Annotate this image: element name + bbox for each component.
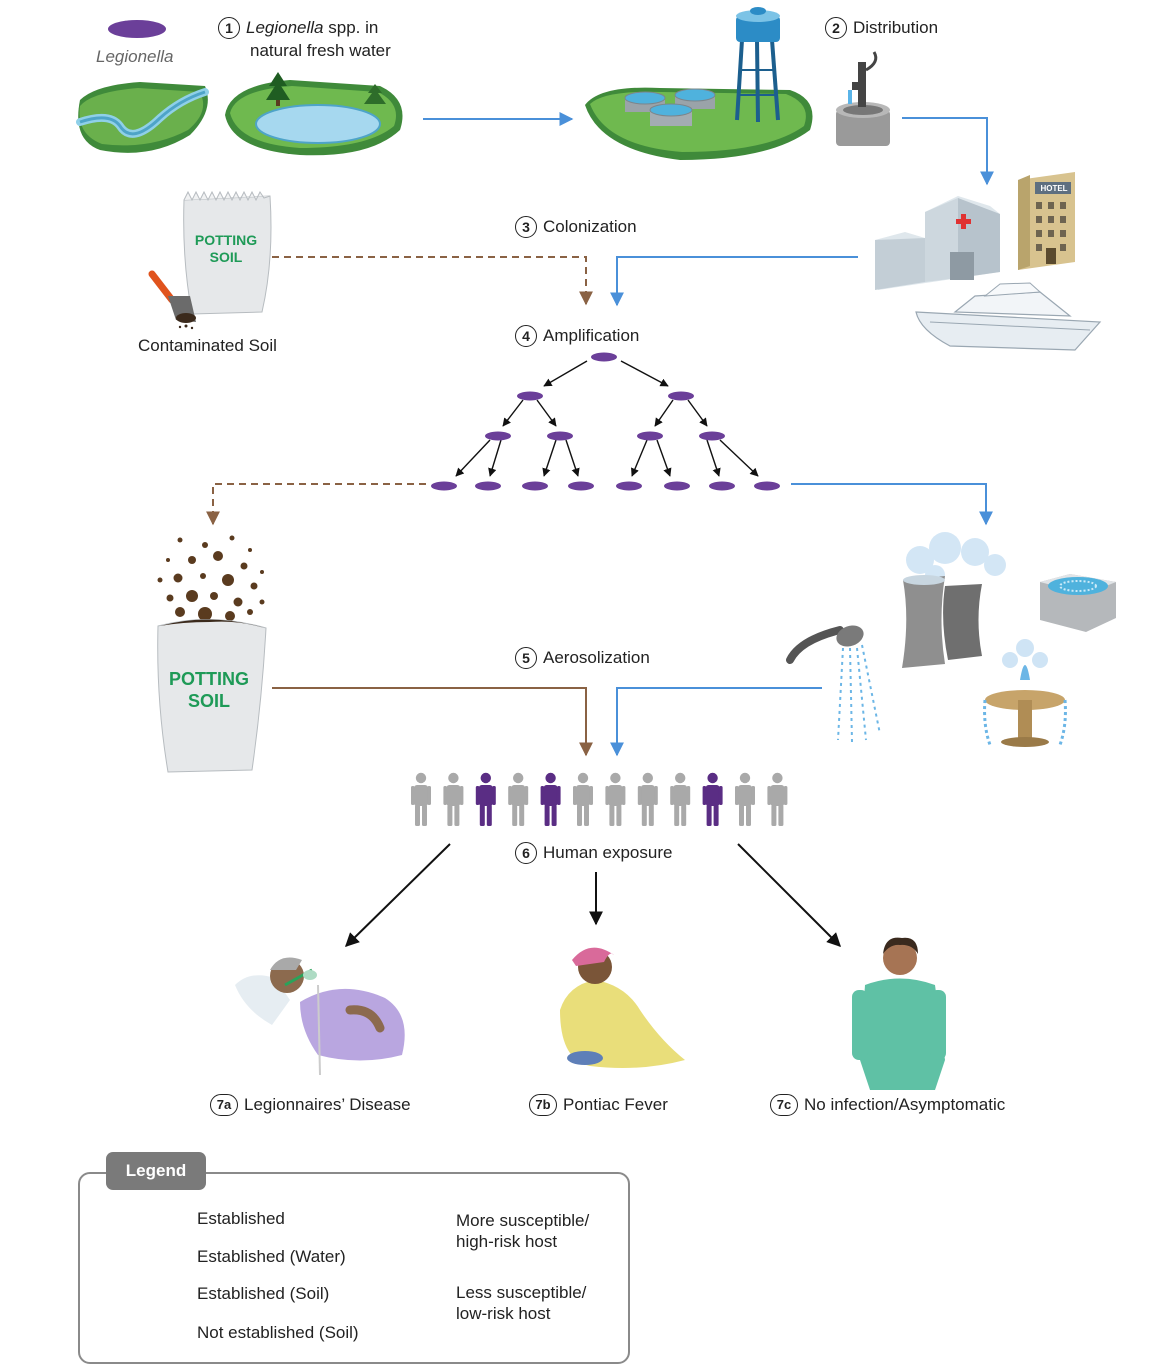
arrow-water-to-buildings bbox=[902, 117, 994, 186]
hospital-patient-icon bbox=[235, 957, 405, 1076]
low-risk-person-icon bbox=[670, 772, 691, 826]
legend-not-established-soil: Not established (Soil) bbox=[197, 1323, 359, 1342]
legend-established-soil: Established (Soil) bbox=[197, 1284, 330, 1303]
legionella-label: Legionella bbox=[96, 47, 174, 66]
hospital-building-icon bbox=[875, 196, 1000, 290]
low-risk-person-icon bbox=[735, 772, 755, 826]
water-pump-well-icon bbox=[836, 51, 890, 146]
contaminated-soil-label: Contaminated Soil bbox=[138, 336, 277, 355]
low-risk-person-icon bbox=[411, 772, 431, 826]
legend-established: Established bbox=[197, 1209, 285, 1228]
low-risk-person-icon bbox=[605, 772, 626, 826]
arrow-water-to-aerosol-sources bbox=[791, 483, 993, 526]
step-1-subtitle: natural fresh water bbox=[250, 41, 391, 60]
low-risk-person-icon bbox=[637, 772, 658, 826]
pond-landscape-icon bbox=[225, 72, 403, 156]
low-risk-person-icon bbox=[573, 772, 593, 826]
hotel-building-icon bbox=[1018, 172, 1075, 270]
soil-bag-top-label: POTTING SOIL bbox=[194, 232, 258, 265]
hotel-sign: HOTEL bbox=[1040, 184, 1068, 193]
exposed-people-crowd bbox=[411, 772, 788, 826]
healthy-person-icon bbox=[852, 937, 946, 1090]
legionella-bacterium-icon bbox=[108, 20, 166, 38]
river-landscape-icon bbox=[76, 82, 209, 153]
legend-low-risk: Less susceptible/ low-risk host bbox=[456, 1283, 587, 1323]
sick-person-blanket-icon bbox=[560, 947, 685, 1068]
arrow-water-buildings-to-amplification bbox=[610, 256, 858, 307]
hot-tub-icon bbox=[1040, 574, 1116, 632]
arrow-not-established-soil-to-aerosol bbox=[206, 483, 426, 526]
legend-title: Legend bbox=[106, 1152, 206, 1190]
arrow-to-asymptomatic bbox=[737, 843, 841, 947]
low-risk-person-icon bbox=[767, 772, 788, 826]
high-risk-person-icon bbox=[475, 772, 496, 826]
arrow-not-established-soil-to-colonization bbox=[272, 256, 593, 306]
high-risk-person-icon bbox=[702, 772, 723, 826]
cruise-ship-icon bbox=[915, 282, 1102, 351]
soil-bag-bottom-label: POTTING SOIL bbox=[169, 669, 249, 711]
legend-box bbox=[78, 1172, 630, 1364]
high-risk-person-icon bbox=[540, 772, 561, 826]
low-risk-person-icon bbox=[443, 772, 464, 826]
cooling-tower-icon bbox=[902, 532, 1006, 668]
potting-soil-bag-icon bbox=[183, 190, 272, 315]
arrow-soil-to-exposure bbox=[272, 687, 593, 757]
water-treatment-plant-icon bbox=[585, 7, 813, 160]
arrow-to-legionnaires bbox=[345, 843, 451, 947]
low-risk-person-icon bbox=[508, 772, 529, 826]
amplification-tree bbox=[431, 352, 780, 491]
arrow-water-to-exposure bbox=[610, 687, 822, 757]
fountain-icon bbox=[983, 639, 1067, 747]
showerhead-icon bbox=[786, 625, 881, 743]
potting-soil-bag-open-icon bbox=[157, 535, 267, 773]
legend-high-risk: More susceptible/ high-risk host bbox=[456, 1211, 590, 1251]
legend-established-water: Established (Water) bbox=[197, 1247, 346, 1266]
trowel-icon bbox=[148, 270, 196, 330]
